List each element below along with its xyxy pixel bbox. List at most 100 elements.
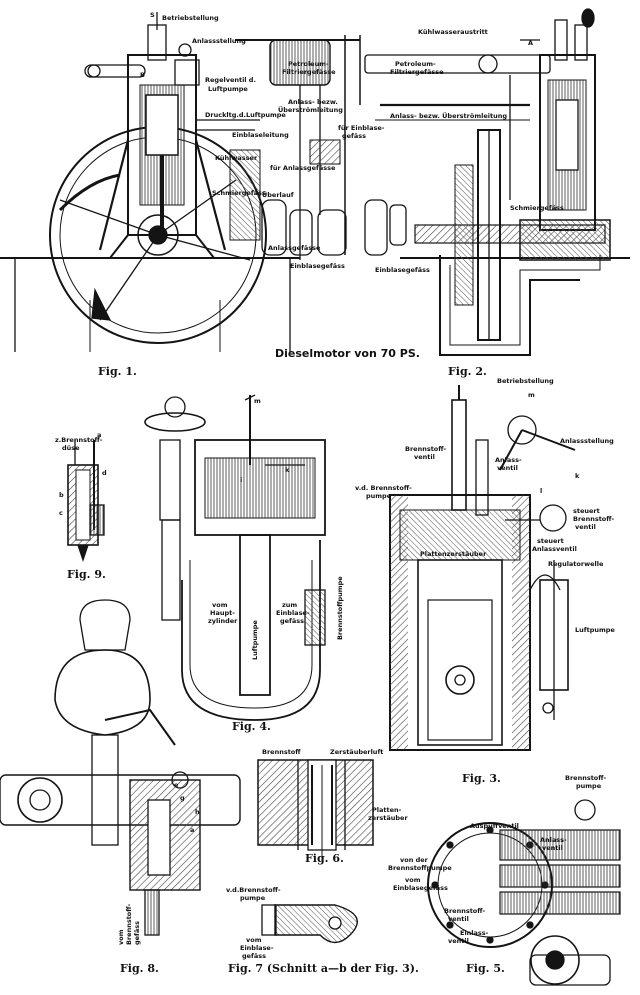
fig4-letter-m: m (254, 397, 261, 405)
fig6-label-zerstaeuber: zerstäuber (368, 814, 408, 822)
fig8-label-vom: vom (117, 929, 125, 945)
fig1-label-anlassgefaesse: Anlassgefässe (268, 244, 321, 252)
fig8-label-gefaess: gefäss (133, 921, 141, 945)
plate-text: Dieselmotor von 70 PS. Fig. 1. Fig. 2. F… (55, 11, 615, 975)
fig3-label-plattenzerstaeuber: Plattenzerstäuber (420, 550, 487, 558)
fig3-label-ventil3: ventil (575, 523, 596, 531)
fig3-letter-k: k (575, 472, 580, 480)
fig1-label-einblasegefaess: Einblasegefäss (290, 262, 345, 270)
fig4-drawing (144, 394, 326, 721)
fig3-label-ventil: ventil (414, 453, 435, 461)
fig3-label-pumpe: pumpe (366, 492, 392, 500)
fig5-label-auspuffventil: Auspuffventil (470, 822, 519, 830)
fig8-letter-g: g (180, 794, 185, 802)
fig3-label-regulatorwelle: Regulatorwelle (548, 560, 604, 568)
fig3-label-steuert-anlass: steuert (537, 537, 564, 545)
fig1-label-ueberstroemleitung: Überströmleitung (278, 105, 343, 114)
fig3-label-luftpumpe: Luftpumpe (575, 626, 615, 634)
fig4-label-zylinder: zylinder (208, 617, 238, 625)
fig3-label-anlassventil2: Anlassventil (532, 545, 577, 553)
fig5-label-vom: vom (405, 876, 421, 884)
fig1-drawing (0, 12, 407, 352)
fig2-label-filtriergefaesse: Filtriergefässe (390, 68, 444, 76)
fig4-label-luftpumpe: Luftpumpe (251, 620, 259, 660)
fig1-letter-s: S (150, 11, 155, 19)
fig2-label-schmiergefaess: Schmiergefäss (510, 204, 564, 212)
fig2-drawing (364, 8, 630, 356)
fig6-label-platten: Platten- (372, 806, 402, 814)
fig5-label-brennstoff-ventil: Brennstoff- (444, 907, 486, 915)
fig5-label-ventil3: ventil (448, 937, 469, 945)
fig1-label-anlassstellung: Anlassstellung (192, 37, 246, 45)
caption-fig7: Fig. 7 (Schnitt a—b der Fig. 3). (228, 962, 419, 975)
fig5-label-einblasegefaess: Einblasegefäss (393, 884, 448, 892)
fig4-letter-i: i (240, 476, 242, 484)
fig1-label-fuer-einblase: für Einblase- (338, 124, 385, 132)
fig3-label-anlass-ventil: ventil (497, 464, 518, 472)
caption-fig9: Fig. 9. (67, 568, 106, 581)
fig9-label-duese: düse (62, 444, 80, 452)
fig9-letter-c: c (59, 509, 63, 517)
fig5-label-pumpe: pumpe (576, 782, 602, 790)
fig6-label-brennstoff: Brennstoff (262, 748, 301, 756)
fig5-label-brennstoff: Brennstoff- (565, 774, 607, 782)
caption-fig8: Fig. 8. (120, 962, 159, 975)
fig3-label-betriebstellung: Betriebstellung (497, 377, 554, 385)
fig9-letter-b: b (59, 491, 64, 499)
caption-fig5: Fig. 5. (466, 962, 505, 975)
fig1-letter-b: B (140, 71, 145, 79)
fig7-label-vom: vom (246, 936, 262, 944)
fig1-label-petroleum: Petroleum- (288, 60, 329, 68)
fig5-label-brennstoffpumpe: Brennstoffpumpe (388, 864, 452, 872)
fig1-label-schmiergefaess: Schmiergefäss (212, 189, 266, 197)
fig2-letter-a: A (528, 39, 533, 47)
fig1-label-ueberlauf: Überlauf (262, 190, 294, 199)
fig9-drawing (67, 440, 105, 563)
fig8-drawing (0, 599, 241, 936)
fig9-letter-d: d (102, 469, 107, 477)
fig8-letter-e: e (174, 781, 179, 789)
fig7-label-einblase: Einblase- (240, 944, 274, 952)
caption-fig4: Fig. 4. (232, 720, 271, 733)
fig5-label-anlass: Anlass- (540, 836, 567, 844)
fig1-label-druckltg: Druckltg.d.Luftpumpe (205, 111, 286, 119)
fig7-label-gefaess: gefäss (242, 952, 266, 960)
fig4-label-brennstoffpumpe: Brennstoffpumpe (336, 576, 344, 640)
fig1-label-regelventil: Regelventil d. (205, 76, 256, 84)
fig2-label-anlass-ueber: Anlass- bezw. Überströmleitung (390, 111, 507, 120)
fig8-letter-a: a (190, 826, 194, 834)
fig8-label-brennstoff: Brennstoff- (125, 903, 133, 945)
fig5-label-einlass: Einlass- (460, 929, 489, 937)
fig3-label-anlass: Anlass- (495, 456, 522, 464)
fig3-letter-m: m (528, 391, 535, 399)
fig4-label-gefaess: gefäss (280, 617, 304, 625)
fig4-label-zum: zum (282, 601, 297, 609)
fig5-label-ventil2: ventil (448, 915, 469, 923)
caption-fig6: Fig. 6. (305, 852, 344, 865)
fig5-label-ventil: ventil (542, 844, 563, 852)
fig1-label-filtriergefaesse: Filtriergefässe (282, 68, 336, 76)
fig3-label-brennstoff2: Brennstoff- (573, 515, 615, 523)
fig1-label-anlass-ueber: Anlass- bezw. (288, 98, 338, 106)
caption-fig1: Fig. 1. (98, 365, 137, 378)
fig1-label-luftpumpe: Luftpumpe (208, 85, 248, 93)
fig6-drawing (257, 759, 374, 860)
fig7-label-vd-brennstoff: v.d.Brennstoff- (226, 886, 281, 894)
fig3-label-vd-brennstoff: v.d. Brennstoff- (355, 484, 412, 492)
fig4-label-haupt: Haupt- (210, 609, 235, 617)
fig8-letter-h: h (195, 808, 200, 816)
fig2-label-petroleum: Petroleum- (395, 60, 436, 68)
fig3-letter-l: l (540, 487, 542, 495)
fig4-letter-k: k (285, 466, 290, 474)
fig7-drawing (261, 904, 358, 944)
fig2-label-kuehlwasseraustritt: Kühlwasseraustritt (418, 28, 488, 36)
fig2-label-einblasegefaess: Einblasegefäss (375, 266, 430, 274)
main-title: Dieselmotor von 70 PS. (275, 347, 420, 360)
fig3-label-anlassstellung: Anlassstellung (560, 437, 614, 445)
fig5-drawing (427, 799, 621, 986)
fig1-label-gefaess: gefäss (342, 132, 366, 140)
fig3-label-steuert: steuert (573, 507, 600, 515)
fig9-label-z-brennstoff: z.Brennstoff- (55, 436, 103, 444)
fig1-label-betriebstellung: Betriebstellung (162, 14, 219, 22)
